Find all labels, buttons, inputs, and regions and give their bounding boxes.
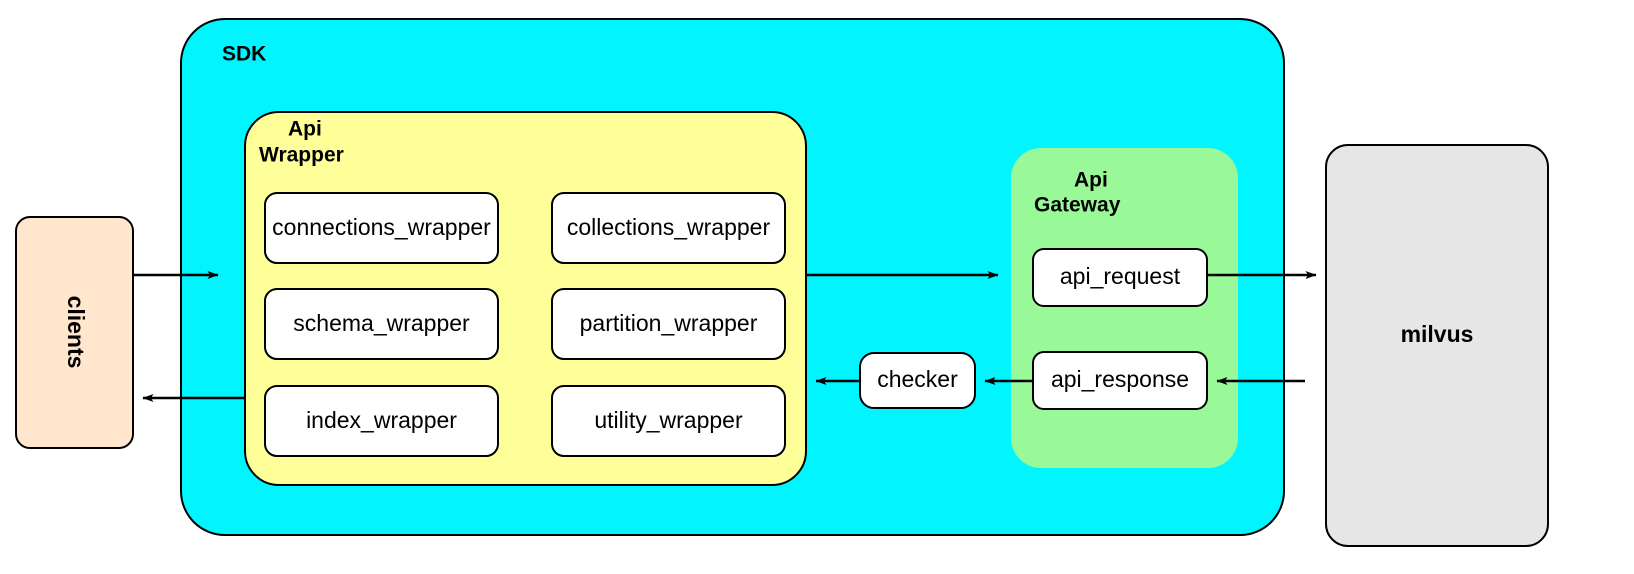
container-api-gateway[interactable]: Api Gateway [1011, 148, 1238, 468]
clients-rect [15, 216, 134, 449]
collections-wrapper-rect [551, 192, 786, 264]
checker-label: checker [877, 366, 958, 392]
node-connections-wrapper[interactable]: connections_wrapper [264, 192, 499, 264]
node-utility-wrapper[interactable]: utility_wrapper [551, 385, 786, 457]
schema-wrapper-label: schema_wrapper [293, 310, 470, 336]
collections-wrapper-label: collections_wrapper [567, 214, 771, 240]
api-wrapper-label-line2: Wrapper [259, 144, 344, 167]
utility-wrapper-label: utility_wrapper [594, 407, 743, 433]
api-request-label: api_request [1060, 263, 1181, 289]
node-clients[interactable]: clients [15, 216, 134, 449]
connections-wrapper-label: connections_wrapper [272, 214, 491, 240]
connections-wrapper-rect [264, 192, 499, 264]
api-request-rect [1032, 248, 1208, 307]
node-milvus[interactable]: milvus [1325, 144, 1549, 547]
node-collections-wrapper[interactable]: collections_wrapper [551, 192, 786, 264]
api-response-label: api_response [1051, 366, 1189, 392]
schema-wrapper-rect [264, 288, 499, 360]
clients-label: clients [63, 296, 89, 369]
api-wrapper-label-line1: Api [288, 118, 322, 141]
milvus-rect [1325, 144, 1549, 547]
node-api-response[interactable]: api_response [1032, 351, 1208, 410]
milvus-label: milvus [1401, 321, 1474, 347]
node-api-request[interactable]: api_request [1032, 248, 1208, 307]
partition-wrapper-rect [551, 288, 786, 360]
index-wrapper-rect [264, 385, 499, 457]
index-wrapper-label: index_wrapper [306, 407, 457, 433]
node-index-wrapper[interactable]: index_wrapper [264, 385, 499, 457]
node-partition-wrapper[interactable]: partition_wrapper [551, 288, 786, 360]
sdk-label: SDK [222, 43, 266, 66]
utility-wrapper-rect [551, 385, 786, 457]
node-checker[interactable]: checker [859, 352, 976, 409]
api-gateway-label-line1: Api [1074, 169, 1108, 192]
api-gateway-label-line2: Gateway [1034, 194, 1121, 217]
partition-wrapper-label: partition_wrapper [580, 310, 758, 336]
node-schema-wrapper[interactable]: schema_wrapper [264, 288, 499, 360]
